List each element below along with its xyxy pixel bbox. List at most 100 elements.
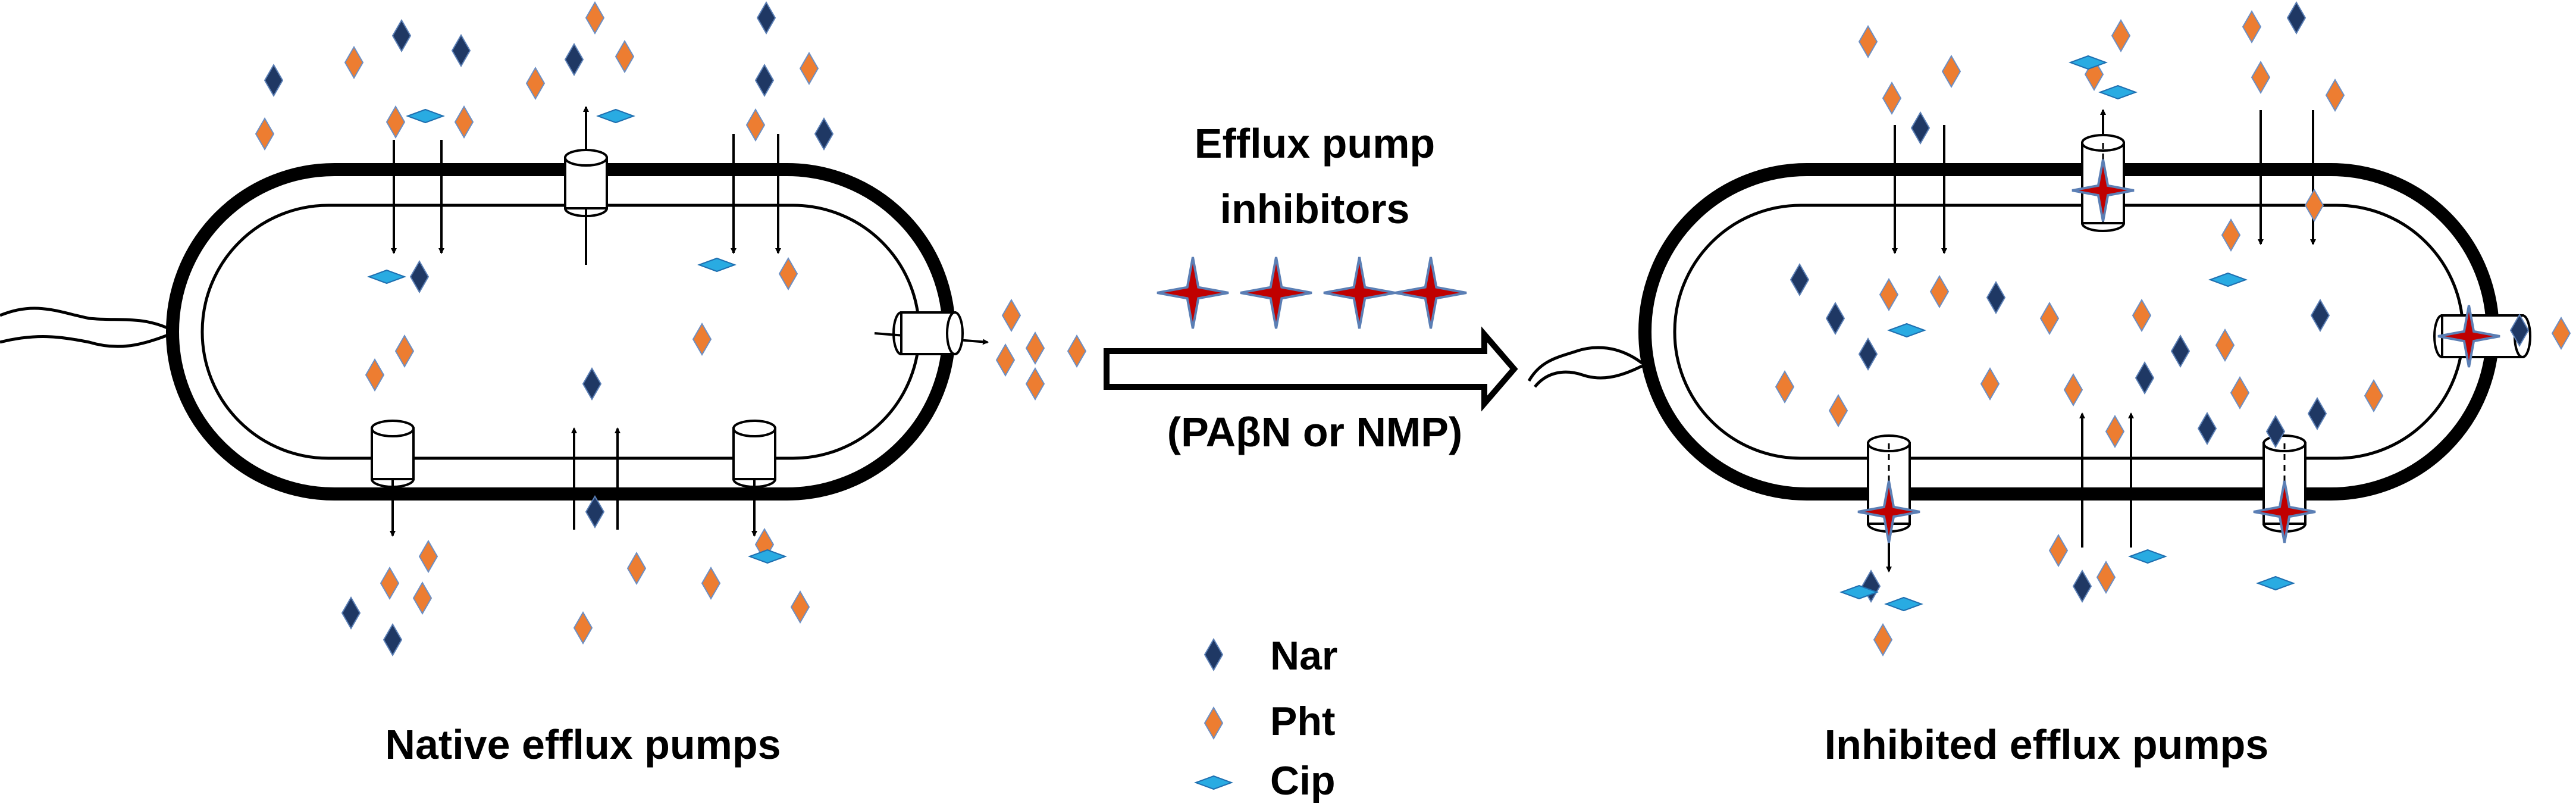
pht-molecule-icon (995, 343, 1016, 377)
legend-label-nar: Nar (1270, 633, 1337, 678)
cip-molecule-icon (1839, 584, 1879, 600)
pht-molecule-icon (573, 611, 593, 645)
pht-molecule-icon (2111, 18, 2131, 53)
pht-molecule-icon (2551, 316, 2571, 351)
nar-molecule-icon (2307, 396, 2327, 431)
red-four-point-star-icon (2437, 305, 2500, 368)
pht-molecule-icon (745, 108, 766, 142)
pht-molecule-icon (525, 66, 546, 101)
vertical-efflux-pump (732, 420, 776, 488)
center-title-line2: inhibitors (1220, 186, 1410, 232)
vertical-efflux-pump (371, 420, 415, 488)
pht-molecule-icon (2096, 560, 2116, 595)
pht-molecule-icon (2105, 414, 2125, 449)
pht-molecule-icon (380, 566, 400, 600)
nar-molecule-icon (1790, 262, 1810, 297)
cip-molecule-icon (697, 257, 737, 273)
pht-molecule-icon (1980, 367, 2000, 401)
pht-molecule-icon (386, 105, 406, 139)
cip-molecule-icon (2098, 85, 2138, 100)
pht-molecule-icon (1882, 81, 1902, 115)
pht-molecule-icon (418, 539, 438, 574)
nar-molecule-icon (1204, 637, 1224, 672)
nar-molecule-icon (409, 259, 430, 294)
pht-molecule-icon (2251, 60, 2271, 95)
pht-molecule-icon (2230, 376, 2250, 410)
nar-molecule-icon (2286, 1, 2307, 35)
pht-molecule-icon (2039, 301, 2060, 336)
nar-molecule-icon (2265, 414, 2286, 449)
red-four-point-star-icon (1240, 257, 1312, 329)
nar-molecule-icon (451, 33, 471, 68)
legend-label-pht: Pht (1270, 699, 1336, 744)
cip-molecule-icon (596, 108, 635, 124)
nar-molecule-icon (2135, 361, 2155, 395)
pht-molecule-icon (1941, 54, 1961, 89)
nar-molecule-icon (754, 63, 775, 98)
pht-molecule-icon (778, 257, 798, 291)
transport-arrows (390, 106, 2316, 573)
cip-molecule-icon (2128, 549, 2167, 564)
horizontal-efflux-pump (892, 311, 964, 355)
red-four-point-star-icon (2253, 480, 2316, 543)
nar-molecule-icon (814, 117, 834, 151)
pht-molecule-icon (790, 590, 810, 624)
hollow-right-arrow-icon (1104, 326, 1518, 412)
pht-molecule-icon (585, 1, 605, 35)
pht-molecule-icon (1873, 623, 1893, 657)
nar-molecule-icon (264, 63, 284, 98)
pht-molecule-icon (365, 358, 385, 392)
cip-molecule-icon (367, 269, 406, 284)
cip-molecule-icon (2256, 575, 2295, 591)
nar-molecule-icon (1986, 280, 2006, 315)
right-panel-caption: Inhibited efflux pumps (1825, 721, 2269, 768)
pht-molecule-icon (2215, 328, 2235, 362)
pht-molecule-icon (1775, 370, 1795, 404)
right-bacterial-cell (1527, 163, 2499, 501)
pht-molecule-icon (1025, 367, 1045, 401)
right-flagellum (1527, 346, 1643, 388)
pht-molecule-icon (1858, 24, 1878, 59)
nar-molecule-icon (1825, 301, 1845, 336)
cip-molecule-icon (2208, 272, 2248, 287)
pht-molecule-icon (412, 581, 433, 615)
pht-molecule-icon (1828, 393, 1848, 428)
nar-molecule-icon (585, 495, 605, 529)
pht-molecule-icon (701, 566, 721, 600)
inhibitor-stars (1157, 159, 2500, 543)
nar-molecule-icon (341, 596, 361, 630)
pht-molecule-icon (255, 117, 275, 151)
right-inner-membrane (1673, 204, 2465, 460)
red-four-point-star-icon (1323, 257, 1396, 329)
pht-molecule-icon (1204, 706, 1224, 740)
cip-molecule-icon (406, 108, 445, 124)
nar-molecule-icon (2509, 313, 2530, 348)
left-bacterial-cell (0, 163, 955, 501)
left-panel-caption: Native efflux pumps (385, 721, 781, 768)
cip-molecule-icon (2069, 55, 2108, 70)
pht-molecule-icon (1067, 334, 1087, 368)
pht-molecule-icon (615, 39, 635, 74)
legend-label-cip: Cip (1270, 758, 1336, 803)
nar-molecule-icon (1858, 337, 1878, 371)
pht-molecule-icon (2304, 188, 2324, 223)
nar-molecule-icon (2072, 569, 2092, 603)
pht-molecule-icon (1879, 277, 1899, 312)
pht-molecule-icon (692, 322, 712, 356)
pht-molecule-icon (394, 334, 415, 368)
nar-molecule-icon (2310, 298, 2330, 333)
pht-molecule-icon (1025, 331, 1045, 365)
nar-molecule-icon (756, 1, 776, 35)
nar-molecule-icon (391, 18, 412, 53)
red-four-point-star-icon (2072, 159, 2135, 222)
drug-molecules (255, 1, 2571, 657)
pht-molecule-icon (2325, 78, 2345, 112)
red-four-point-star-icon (1394, 257, 1467, 329)
cip-molecule-icon (748, 549, 787, 564)
vertical-efflux-pump (564, 149, 608, 217)
pht-molecule-icon (2242, 10, 2262, 44)
nar-molecule-icon (1910, 111, 1931, 145)
center-subtitle: (PAβN or NMP) (1167, 409, 1462, 455)
pht-molecule-icon (1001, 298, 1021, 333)
